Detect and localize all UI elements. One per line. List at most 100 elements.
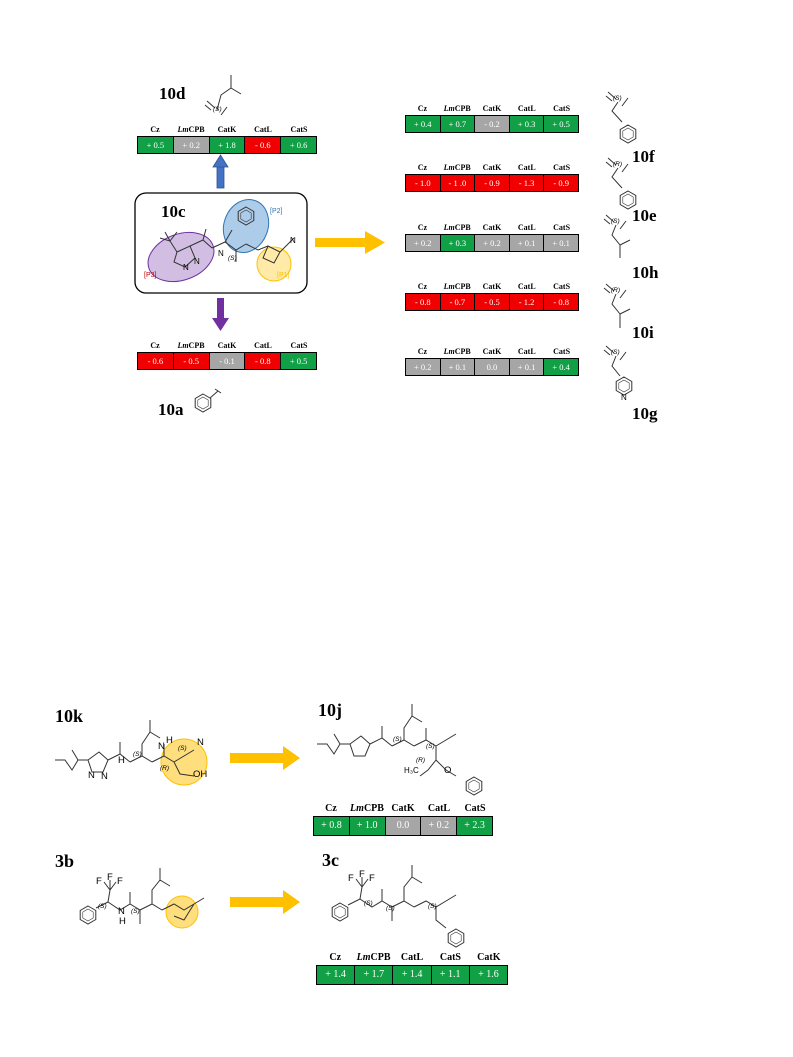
label-10g: 10g [632,404,658,423]
value-cell: + 0.5 [543,116,578,132]
header-cell: Cz [417,347,428,356]
compound-10a-ring [194,388,222,413]
atom-10j-o: O [444,765,452,776]
label-10f: 10f [632,147,655,166]
stereo-3c-s1: (S) [364,900,373,907]
sidechain-10h [603,214,631,258]
header-cell: CatK [217,341,237,350]
value-row: + 0.4+ 0.7- 0.2+ 0.3+ 0.5 [405,115,579,133]
header-cell: CatS [553,223,571,232]
value-cell: - 1 .0 [439,175,475,191]
header-cell: CatK [482,163,502,172]
header-cell: CatS [290,341,308,350]
stereo-10h: (S) [611,218,620,225]
value-cell: - 1.2 [508,294,544,310]
header-cell: CatK [482,223,502,232]
value-cell: + 0.4 [406,116,440,132]
header-cell: CatL [254,341,272,350]
atom-10k-nh1-h: H [118,755,125,766]
header-cell: LmCPB [443,163,471,172]
label-p2: [P2] [270,208,283,215]
value-cell: - 0.5 [172,353,209,369]
value-row: + 0.2+ 0.3+ 0.2+ 0.1+ 0.1 [405,234,579,252]
value-cell: + 0.1 [508,359,544,375]
header-cell: CatL [517,347,536,356]
label-10a: 10a [158,400,184,419]
p2-highlight [222,199,270,253]
compound-3c-bonds [331,865,465,948]
value-cell: - 0.8 [543,294,578,310]
stereo-10k-r: (R) [160,765,170,772]
value-cell: + 1.4 [392,966,431,984]
stereo-3b-s1: (S) [98,903,107,910]
label-10i: 10i [632,323,654,342]
value-cell: + 1.1 [430,966,469,984]
value-cell: - 0.6 [244,137,281,153]
atom-10c-n2: N [194,257,200,266]
header-cell: CatL [254,125,272,134]
label-10k: 10k [55,706,84,726]
atom-10k-oh: OH [193,769,208,780]
atom-3b-h: H [119,916,126,927]
atom-10k-nh2-n: N [158,741,165,752]
header-cell: Cz [417,282,428,291]
value-row: - 0.8- 0.7- 0.5- 1.2- 0.8 [405,293,579,311]
atom-10k-nh2-h: H [166,735,173,746]
header-cell: LmCPB [443,347,471,356]
value-cell: + 0.1 [508,235,544,251]
sidechain-10e [605,157,637,210]
atom-3c-f1: F [348,873,354,884]
atom-10g-n: N [621,393,627,402]
stereo-3c-s3: (S) [428,903,437,910]
atom-3c-f3: F [369,873,375,884]
arrow-right-yellow [315,231,385,254]
header-cell: Cz [417,223,428,232]
arrow-up-blue [212,154,229,189]
value-cell: - 0.9 [474,175,509,191]
label-3b: 3b [55,851,75,871]
label-p3: [P3] [144,272,157,279]
header-cell: LmCPB [443,223,471,232]
value-cell: - 1.3 [508,175,544,191]
value-cell: - 0.9 [543,175,578,191]
header-cell: CatK [482,282,502,291]
atom-3b-f2: F [107,872,113,883]
header-cell: CatL [400,952,424,963]
header-cell: CatL [517,104,536,113]
header-cell: CatS [553,104,571,113]
value-cell: + 0.5 [138,137,173,153]
value-cell: - 1.0 [406,175,440,191]
header-cell: Cz [150,125,160,134]
arrow-right-yellow-2 [230,746,300,770]
value-row: - 1.0- 1 .0- 0.9- 1.3- 0.9 [405,174,579,192]
header-cell: LmCPB [177,341,205,350]
value-cell: + 2.3 [456,817,492,835]
header-cell: CatS [553,163,571,172]
p3-highlight [147,231,215,283]
atom-10k-n-ring2: N [101,771,108,782]
header-cell: Cz [325,803,337,814]
header-cell: CatL [517,163,536,172]
atom-10c-n4: N [290,236,296,245]
label-10e: 10e [632,206,657,225]
value-cell: + 0.2 [406,235,440,251]
header-cell: CatK [477,952,501,963]
atom-10c-n1: N [183,263,189,272]
label-3c: 3c [322,850,339,870]
value-cell: + 0.2 [474,235,509,251]
sidechain-10f [605,91,637,144]
value-cell: + 0.1 [543,235,578,251]
